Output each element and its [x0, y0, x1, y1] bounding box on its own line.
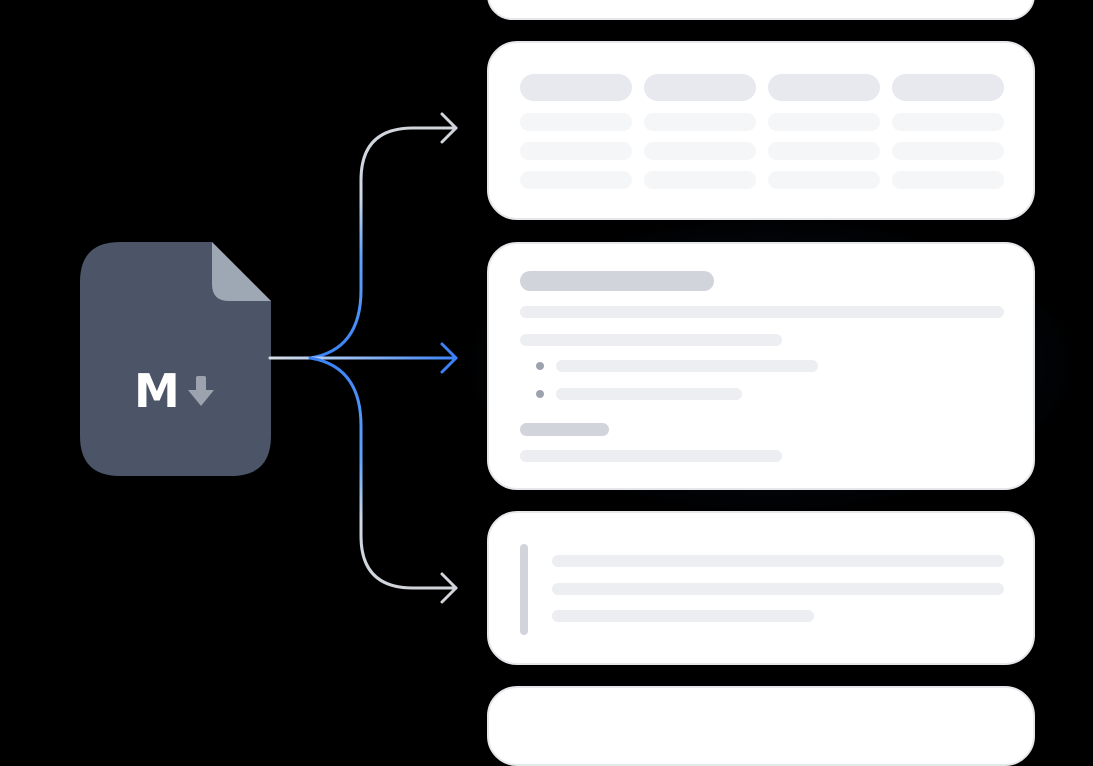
table-header-cell: [644, 74, 756, 101]
subheading-placeholder: [520, 423, 609, 436]
list-item-line: [556, 388, 742, 400]
list-item-line: [556, 360, 818, 372]
arrowhead-lower: [440, 572, 458, 604]
table-cell: [644, 113, 756, 131]
connector-upper: [308, 126, 458, 360]
bullet-dot: [536, 390, 544, 398]
heading-placeholder: [520, 271, 714, 291]
table-cell: [520, 142, 632, 160]
quote-line: [552, 583, 1004, 595]
table-cell: [520, 171, 632, 189]
arrowhead-upper: [440, 112, 458, 144]
table-header-cell: [520, 74, 632, 101]
table-cell: [892, 142, 1004, 160]
quote-line: [552, 555, 1004, 567]
table-cell: [768, 113, 880, 131]
table-cell: [768, 142, 880, 160]
table-header-cell: [892, 74, 1004, 101]
blockquote-bar: [520, 544, 528, 635]
bullet-dot: [536, 362, 544, 370]
file-shape: [80, 242, 271, 476]
quote-line: [552, 610, 814, 622]
connector-lower: [308, 356, 458, 590]
table-cell: [892, 113, 1004, 131]
table-cell: [644, 142, 756, 160]
card-text-preview: [487, 242, 1035, 490]
file-fold-corner: [212, 242, 271, 301]
card-partial-bottom: [487, 686, 1035, 766]
table-cell: [892, 171, 1004, 189]
table-cell: [644, 171, 756, 189]
paragraph-line: [520, 334, 782, 346]
table-cell: [520, 113, 632, 131]
table-header-cell: [768, 74, 880, 101]
card-blockquote-preview: [487, 511, 1035, 665]
markdown-m-label: M: [134, 364, 180, 418]
paragraph-line: [520, 306, 1004, 318]
arrowhead-middle: [440, 342, 458, 374]
paragraph-line: [520, 450, 782, 462]
branch-connectors: [268, 112, 458, 604]
card-partial-top: [487, 0, 1035, 20]
download-arrow-icon: [188, 376, 214, 406]
markdown-file-icon: [80, 242, 271, 476]
table-cell: [768, 171, 880, 189]
card-table-preview: [487, 41, 1035, 220]
